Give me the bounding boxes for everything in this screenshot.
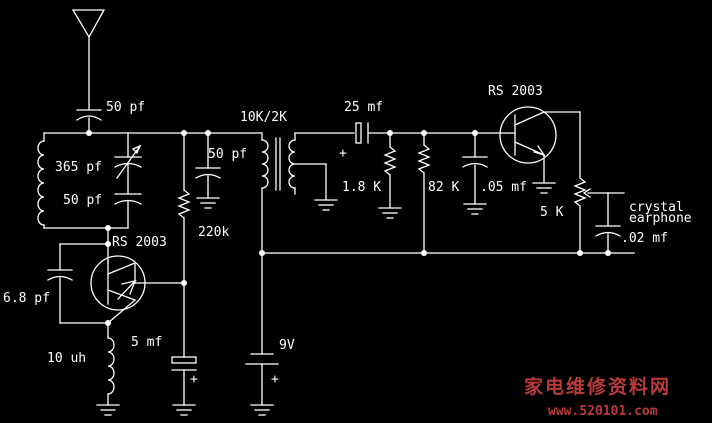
transistor-t2 [495, 106, 581, 194]
bias-resistor-label: 82 K [428, 180, 459, 195]
watermark-url: www.520101.com [548, 404, 658, 419]
variable-capacitor-label: 365 pf [55, 160, 102, 175]
junction-dot [421, 250, 427, 256]
antenna-capacitor [76, 109, 102, 134]
bypass-capacitor-label: .05 mf [480, 180, 527, 195]
transformer-label: 10K/2K [240, 110, 287, 125]
junction-dot [181, 280, 187, 286]
earphone-label-line1: crystal [629, 200, 684, 215]
feedback-capacitor-label: 6.8 pf [3, 291, 50, 306]
junction-dot [605, 250, 611, 256]
ground-symbol [96, 404, 120, 416]
secondary-resistor [378, 132, 402, 219]
junction-dot [86, 130, 92, 136]
emitter-capacitor-plus: + [190, 372, 198, 387]
junction-dot [105, 225, 111, 231]
earphone-label-line2: earphone [629, 211, 692, 226]
coupling-capacitor-label: 25 mf [344, 100, 383, 115]
emitter-capacitor [171, 356, 197, 406]
base-resistor [177, 132, 191, 358]
secondary-resistor-label: 1.8 K [342, 180, 381, 195]
watermark-title: 家电维修资料网 [524, 375, 671, 398]
tank-coil [37, 132, 45, 229]
antenna-symbol [71, 9, 106, 111]
feedback-capacitor [47, 243, 109, 324]
coupling-capacitor-plus: + [339, 146, 347, 161]
inductor [107, 322, 115, 406]
transformer [207, 132, 355, 254]
bypass-capacitor [462, 132, 488, 215]
battery [245, 252, 279, 416]
tank-capacitor [114, 193, 142, 229]
variable-capacitor [114, 132, 142, 195]
ground-symbol [172, 404, 196, 416]
bias-resistor [417, 132, 431, 254]
antenna-capacitor-label: 50 pf [106, 100, 145, 115]
earphone-capacitor [595, 192, 625, 254]
primary-capacitor-label: 50 pf [208, 147, 247, 162]
primary-capacitor [195, 167, 221, 209]
junction-dot [577, 250, 583, 256]
transistor-t2-label: RS 2003 [488, 84, 543, 99]
inductor-label: 10 uh [47, 351, 86, 366]
transistor-t1 [90, 255, 185, 324]
potentiometer-label: 5 K [540, 205, 564, 220]
emitter-capacitor-label: 5 mf [131, 335, 162, 350]
battery-label: 9V [279, 338, 295, 353]
transistor-t1-label: RS 2003 [112, 235, 167, 250]
tank-capacitor-label: 50 pf [63, 193, 102, 208]
earphone-capacitor-label: .02 mf [621, 231, 668, 246]
base-resistor-label: 220k [198, 225, 229, 240]
potentiometer [573, 111, 609, 254]
battery-plus: + [271, 372, 279, 387]
